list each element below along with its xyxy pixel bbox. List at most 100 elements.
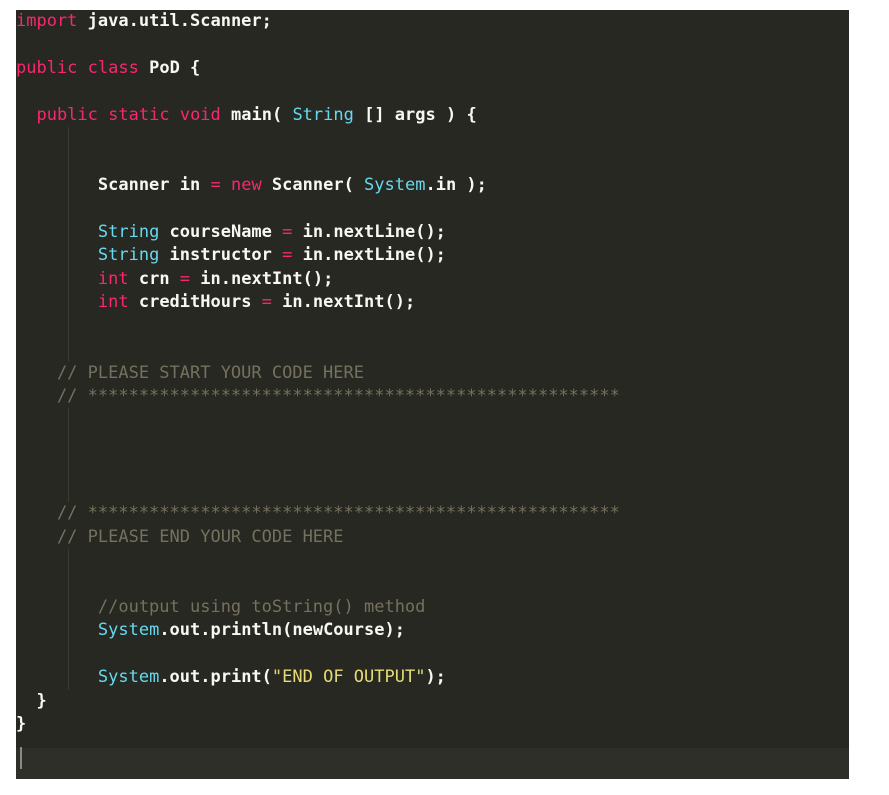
code-token: class bbox=[87, 57, 139, 78]
code-line[interactable]: // PLEASE END YOUR CODE HERE bbox=[16, 526, 849, 549]
code-token: [] args ) { bbox=[353, 104, 477, 125]
code-token: java.util.Scanner; bbox=[77, 11, 272, 31]
code-token: Scanner in bbox=[16, 175, 211, 196]
code-line[interactable]: String courseName = in.nextLine(); bbox=[16, 220, 849, 245]
code-token: = bbox=[261, 292, 272, 313]
indent-guide bbox=[68, 338, 69, 362]
code-line[interactable]: public class PoD { bbox=[16, 57, 849, 80]
code-line[interactable]: import java.util.Scanner; bbox=[16, 10, 849, 33]
code-line[interactable]: ​ bbox=[16, 455, 849, 479]
indent-guide bbox=[68, 267, 69, 292]
code-token bbox=[16, 222, 98, 242]
code-token: = bbox=[282, 221, 293, 242]
code-line[interactable]: ​ bbox=[16, 127, 849, 151]
code-token: crn bbox=[128, 268, 180, 289]
code-token bbox=[77, 58, 87, 78]
indent-guide bbox=[68, 572, 69, 596]
code-line[interactable]: int crn = in.nextInt(); bbox=[16, 267, 849, 292]
code-token: courseName bbox=[159, 221, 283, 242]
indent-guide bbox=[68, 408, 69, 432]
current-line-highlight bbox=[16, 748, 849, 779]
indent-guide bbox=[68, 220, 69, 245]
indent-guide bbox=[68, 619, 69, 643]
code-line[interactable]: // PLEASE START YOUR CODE HERE bbox=[16, 362, 849, 385]
code-line[interactable]: } bbox=[16, 690, 849, 713]
code-token: // PLEASE END YOUR CODE HERE bbox=[16, 526, 344, 547]
code-token: } bbox=[16, 714, 27, 735]
code-token: = bbox=[179, 268, 191, 289]
code-token: public bbox=[36, 104, 98, 125]
code-token: .out.println(newCourse); bbox=[159, 620, 405, 641]
code-token bbox=[98, 105, 108, 125]
code-line[interactable]: ​ bbox=[16, 197, 849, 221]
code-line[interactable]: ​ bbox=[16, 478, 849, 503]
code-line[interactable]: ​ bbox=[16, 642, 849, 667]
code-line[interactable]: ​ bbox=[16, 314, 849, 339]
code-token bbox=[16, 245, 98, 265]
code-editor[interactable]: import java.util.Scanner;​public class P… bbox=[16, 10, 849, 779]
indent-guide bbox=[68, 314, 69, 339]
code-token bbox=[16, 292, 98, 312]
code-line[interactable]: ​ bbox=[16, 80, 849, 103]
code-token bbox=[16, 105, 36, 125]
code-token: = bbox=[282, 245, 293, 266]
code-token: in.nextInt(); bbox=[190, 268, 334, 289]
code-token bbox=[16, 667, 98, 687]
code-token: System bbox=[364, 175, 426, 196]
code-line[interactable]: //output using toString() method bbox=[16, 595, 849, 620]
code-line[interactable]: ​ bbox=[16, 338, 849, 362]
indent-guide bbox=[68, 197, 69, 221]
code-token: } bbox=[16, 690, 47, 711]
code-line[interactable]: System.out.print("END OF OUTPUT"); bbox=[16, 666, 849, 690]
code-line[interactable]: ​ bbox=[16, 33, 849, 56]
code-line[interactable]: // *************************************… bbox=[16, 385, 849, 408]
code-line[interactable]: public static void main( String [] args … bbox=[16, 104, 849, 127]
code-line[interactable]: ​ bbox=[16, 431, 849, 456]
code-line[interactable]: ​ bbox=[16, 150, 849, 175]
code-token: main( bbox=[220, 104, 293, 125]
code-token bbox=[221, 175, 231, 195]
indent-guide bbox=[68, 431, 69, 456]
code-line[interactable]: } bbox=[16, 713, 849, 736]
code-token: "END OF OUTPUT" bbox=[271, 667, 426, 688]
code-line[interactable]: String instructor = in.nextLine(); bbox=[16, 244, 849, 268]
code-token: Scanner( bbox=[261, 175, 365, 196]
indent-guide bbox=[68, 595, 69, 620]
code-token: in.nextLine(); bbox=[292, 221, 446, 242]
code-token: // *************************************… bbox=[16, 503, 620, 524]
code-token: String bbox=[97, 245, 160, 266]
indent-guide bbox=[68, 127, 69, 151]
indent-guide bbox=[68, 150, 69, 175]
code-token: in.nextLine(); bbox=[292, 245, 446, 266]
indent-guide bbox=[68, 666, 69, 690]
indent-guide bbox=[68, 244, 69, 268]
code-token: import bbox=[16, 11, 78, 31]
code-line[interactable]: ​ bbox=[16, 408, 849, 432]
code-line[interactable]: Scanner in = new Scanner( System.in ); bbox=[16, 174, 849, 198]
code-token: creditHours bbox=[128, 292, 262, 313]
code-token: instructor bbox=[159, 245, 283, 266]
indent-guide bbox=[68, 549, 69, 573]
code-token: System bbox=[97, 620, 160, 641]
code-line[interactable]: int creditHours = in.nextInt(); bbox=[16, 291, 849, 315]
indent-guide bbox=[68, 291, 69, 315]
code-area[interactable]: import java.util.Scanner;​public class P… bbox=[16, 10, 849, 737]
code-line[interactable]: // *************************************… bbox=[16, 502, 849, 525]
code-token: // *************************************… bbox=[16, 386, 620, 406]
code-token: in.nextInt(); bbox=[271, 292, 416, 313]
code-token: System bbox=[97, 667, 160, 688]
code-line[interactable]: System.out.println(newCourse); bbox=[16, 619, 849, 643]
code-token: .in ); bbox=[425, 175, 487, 196]
code-token: new bbox=[230, 175, 262, 196]
code-token bbox=[170, 105, 180, 125]
code-token: // PLEASE START YOUR CODE HERE bbox=[16, 362, 364, 383]
code-token: //output using toString() method bbox=[16, 596, 426, 617]
code-line[interactable]: ​ bbox=[16, 549, 849, 573]
code-line[interactable]: ​ bbox=[16, 572, 849, 596]
code-token: ); bbox=[425, 667, 446, 688]
indent-guide bbox=[68, 174, 69, 198]
code-token: void bbox=[179, 104, 221, 125]
indent-guide bbox=[68, 478, 69, 503]
code-token bbox=[16, 620, 98, 640]
code-token: String bbox=[292, 104, 354, 125]
